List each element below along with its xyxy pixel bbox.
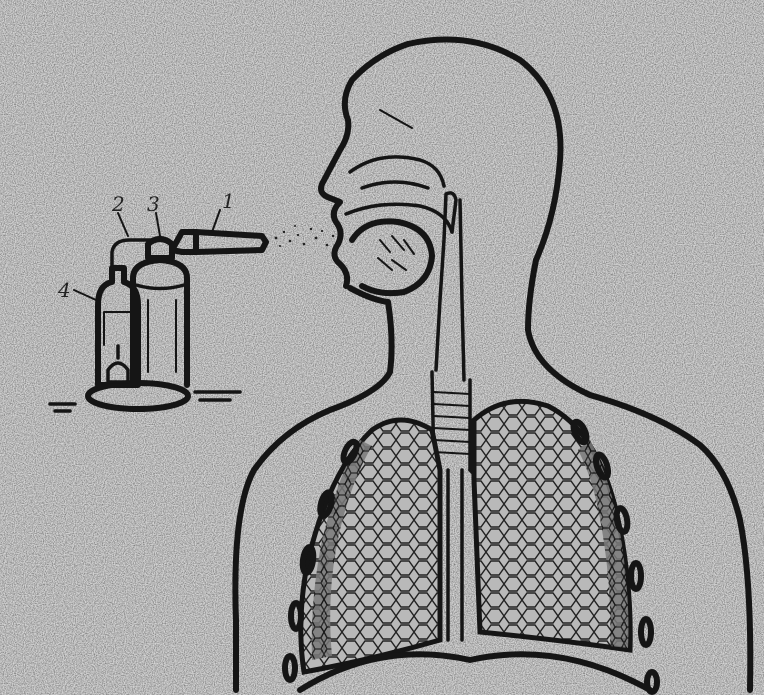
label-2: 2 <box>111 192 125 216</box>
label-1: 1 <box>222 189 235 213</box>
label-4: 4 <box>57 278 71 302</box>
label-3: 3 <box>147 192 160 216</box>
